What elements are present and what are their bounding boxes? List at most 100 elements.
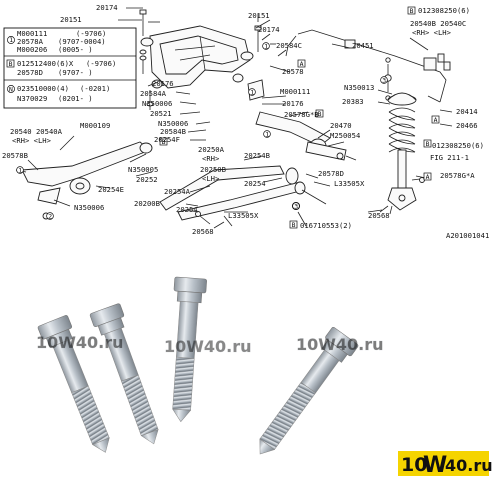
part-label: 20176 [152, 79, 174, 88]
legend-marker-1 [7, 36, 15, 44]
part-label: 20578G*A [440, 171, 475, 180]
subframe-bolts [126, 7, 276, 110]
legend-box: 1 M000111 20578A M000206 (-9706) (9707-0… [3, 27, 137, 109]
svg-text:B: B [292, 221, 296, 229]
part-label: 20254F [154, 135, 180, 144]
svg-text:1: 1 [18, 166, 22, 174]
part-labels: 20174 20151 20151 20174 20584C 20578 204… [2, 3, 489, 240]
svg-text:1: 1 [265, 130, 269, 138]
legend-part: M000111 [17, 29, 47, 38]
legend-marker-n-text: N [9, 85, 13, 93]
part-label: 20176 [282, 99, 304, 108]
svg-text:3: 3 [294, 202, 298, 210]
part-label: 20250B [200, 165, 226, 174]
svg-text:1: 1 [264, 42, 268, 50]
part-label: 20584B [160, 127, 186, 136]
part-label: 20568 [192, 227, 214, 236]
svg-text:1: 1 [250, 88, 254, 96]
legend-marker-b [6, 59, 15, 68]
part-label: <RH> <LH> [12, 136, 52, 145]
brand-badge: 10 W 40.ru [398, 451, 493, 478]
part-label: 20578D [318, 169, 344, 178]
part-label: 20151 [248, 11, 270, 20]
legend-part: 023510000(4) [17, 84, 69, 93]
svg-text:A: A [300, 60, 304, 68]
part-label: 20250A [198, 145, 225, 154]
part-label: 20151 [60, 15, 82, 24]
photo-watermark: 10W40.ru [296, 335, 384, 354]
part-label: <LH> [202, 174, 220, 183]
part-label: N350013 [344, 83, 374, 92]
part-label: <RH> [202, 154, 220, 163]
part-label: M250054 [330, 131, 360, 140]
figure-id: A201001041 [446, 231, 489, 240]
part-label: N350006 [142, 99, 172, 108]
legend-note: (-9706) [76, 29, 106, 38]
part-label: FIG 211-1 [430, 153, 469, 162]
part-label: <RH> <LH> [412, 28, 452, 37]
part-label: 012308250(6) [432, 141, 484, 150]
part-label: N350005 [128, 165, 158, 174]
legend-note: (0005- ) [58, 45, 93, 54]
legend-note: (9707- ) [58, 68, 93, 77]
part-label: 20470 [330, 121, 352, 130]
part-label: 20540 20540A [10, 127, 63, 136]
svg-text:B: B [410, 7, 414, 15]
part-label: 20578G*B [284, 110, 319, 119]
part-label: 20254 [176, 205, 198, 214]
badge-text-left: 10 [401, 454, 427, 476]
legend-part: 20578A [17, 37, 44, 46]
legend-note: (0201- ) [58, 94, 93, 103]
part-label: 20254E [98, 185, 124, 194]
part-label: N350006 [74, 203, 104, 212]
bolt-1 [37, 315, 110, 453]
subframe-crossmember [140, 25, 254, 89]
part-label: 20383 [342, 97, 364, 106]
svg-text:B: B [162, 138, 166, 146]
part-label: 016710553(2) [300, 221, 352, 230]
legend-marker-b-text: B [9, 60, 13, 68]
part-label: M000111 [280, 87, 310, 96]
part-label: 20584A [140, 89, 167, 98]
part-label: 20414 [456, 107, 478, 116]
part-label: 20254 [244, 179, 266, 188]
legend-part: 20578D [17, 68, 43, 77]
legend-note: (-9706) [86, 59, 116, 68]
legend-marker-1-text: 1 [9, 36, 13, 44]
part-label: 20200B [134, 199, 160, 208]
bolts-photo: 10W40.ru 10W40.ru 10W40.ru 10 W 40.ru [36, 276, 493, 478]
svg-text:B: B [318, 110, 322, 118]
photo-watermark: 10W40.ru [164, 337, 252, 356]
badge-text-right: 40.ru [445, 456, 493, 475]
part-label: 20578B [2, 151, 28, 160]
part-label: 012308250(6) [418, 6, 470, 15]
svg-text:A: A [426, 173, 430, 181]
coil-spring-strut [379, 92, 429, 215]
svg-text:A: A [434, 116, 438, 124]
svg-text:2: 2 [48, 212, 52, 220]
legend-note: (9707-0004) [58, 37, 106, 46]
part-label: N350006 [158, 119, 188, 128]
legend-part: N370029 [17, 94, 47, 103]
bolt-2 [89, 303, 159, 445]
part-label: 20254B [244, 151, 270, 160]
part-label: 20578 [282, 67, 304, 76]
legend-marker-n [7, 85, 15, 93]
part-label: 20174 [258, 25, 280, 34]
legend-part: M000206 [17, 45, 47, 54]
part-label: M000109 [80, 121, 110, 130]
part-label: L33505X [334, 179, 365, 188]
legend-part: 012512400(6)X [17, 59, 74, 68]
part-label: L33505X [228, 211, 259, 220]
badge-text-mid: W [423, 453, 447, 478]
part-label: 20254A [164, 187, 191, 196]
diagram-markers: 1 B 3 A B 1 1 A B 2 1 B 3 B [16, 6, 440, 229]
part-label: 20451 [352, 41, 374, 50]
photo-watermark: 10W40.ru [36, 333, 124, 352]
bolt-3 [172, 276, 207, 423]
part-label: 20584C [276, 41, 302, 50]
bolt-4 [259, 326, 359, 455]
svg-text:3: 3 [382, 76, 386, 84]
part-label: 20466 [456, 121, 478, 130]
